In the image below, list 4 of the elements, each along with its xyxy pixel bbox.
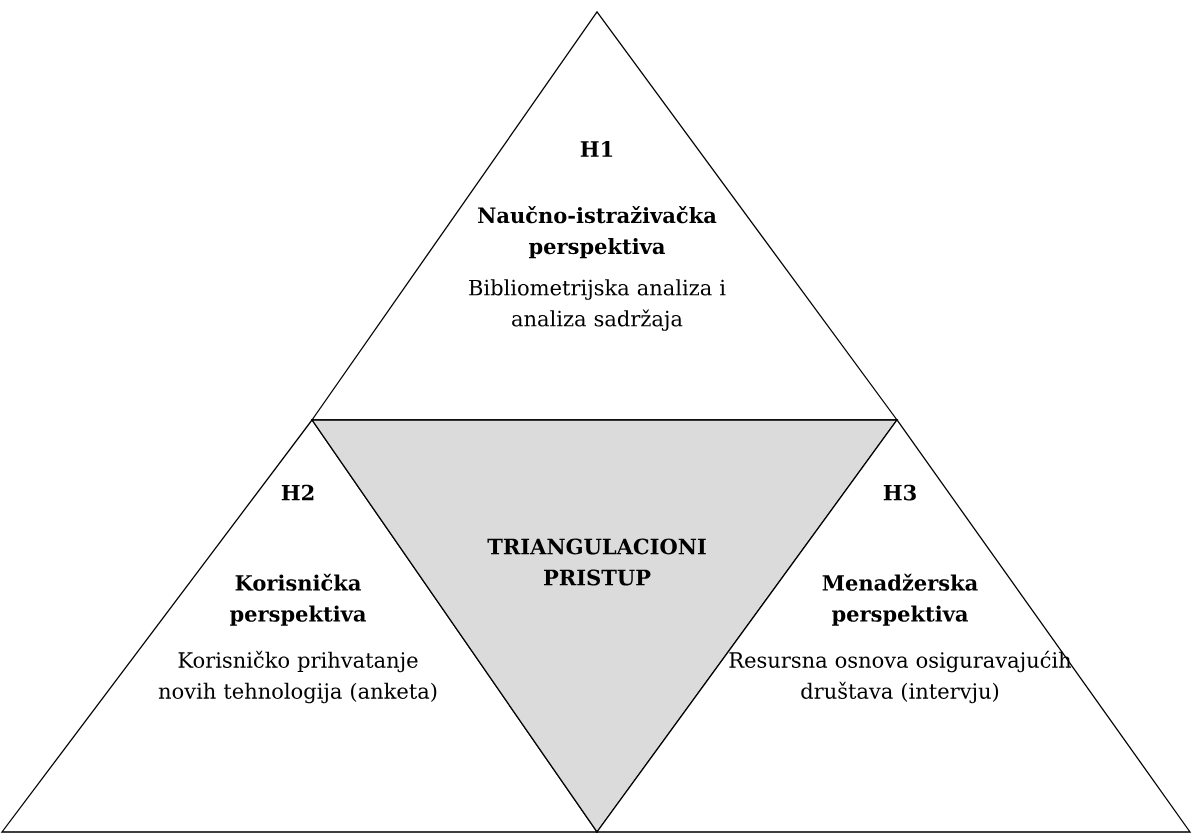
- triangle-label: H3 Menadžerska perspektiva Resursna osnova osiguravajućih društava (intervju): [729, 484, 1072, 704]
- triangle-label: H2 Korisnička perspektiva Korisničko prihvatanje novih tehnologija (anketa): [158, 484, 437, 704]
- triangle-label: H1 Naučno-istraživačka perspektiva Bibliometrijska analiza i analiza sadržaja: [469, 141, 726, 331]
- triangle-label: TRIANGULACIONI PRISTUP: [487, 538, 706, 586]
